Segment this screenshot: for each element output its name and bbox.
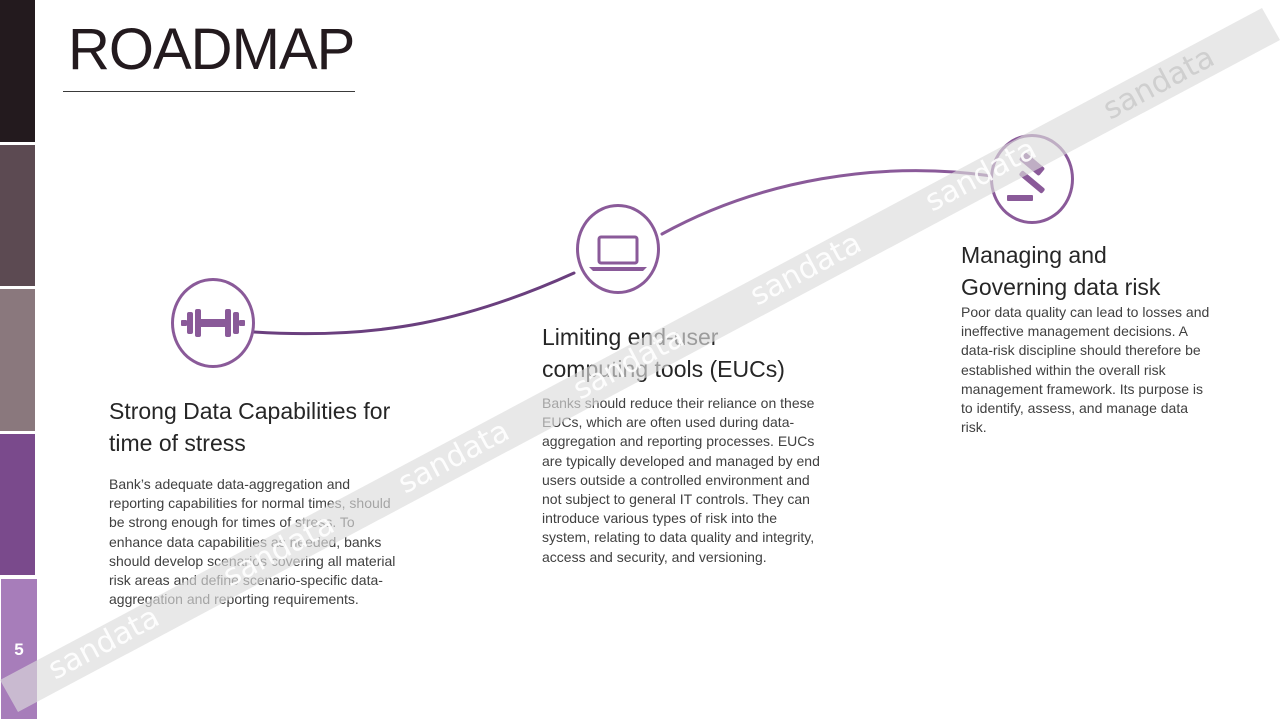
gavel-icon <box>1007 152 1045 201</box>
milestone-1-icon-circle <box>171 278 255 368</box>
milestone-1-body: Bank’s adequate data-aggregation and rep… <box>109 476 396 608</box>
milestone-2-heading: Limiting end-user computing tools (EUCs) <box>542 324 785 382</box>
dumbbell-icon <box>181 309 245 337</box>
milestone-1-heading: Strong Data Capabilities for time of str… <box>109 398 391 456</box>
laptop-icon <box>589 235 647 271</box>
milestone-3-body: Poor data quality can lead to losses and… <box>961 304 1210 436</box>
milestone-2-body: Banks should reduce their reliance on th… <box>542 395 820 565</box>
milestone-3-heading: Managing and Governing data risk <box>961 242 1161 300</box>
milestone-3-icon-circle <box>990 134 1074 224</box>
milestone-2-icon-circle <box>576 204 660 294</box>
